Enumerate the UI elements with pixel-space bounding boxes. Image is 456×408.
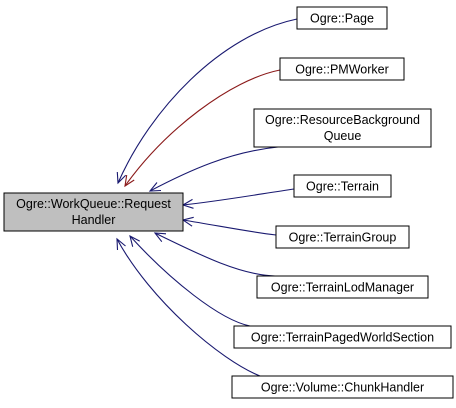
arrowhead-volume-chunk-handler [116,237,126,251]
node-terrain-paged-world-section-label: Ogre::TerrainPagedWorldSection [251,331,434,345]
edge-terrain-lod-manager [153,232,276,277]
edge-volume-chunk-handler [116,237,261,377]
edge-line-terrain-paged-world-section [129,235,251,327]
arrowhead-pmworker [124,175,135,188]
node-terrain-label: Ogre::Terrain [306,180,379,194]
arrowhead-terrain-lod-manager [153,232,167,243]
node-page-label: Ogre::Page [310,12,374,26]
node-page[interactable]: Ogre::Page [296,6,388,30]
node-resource-background-queue-label-line-2: Queue [324,129,362,143]
edge-page [116,18,298,185]
main-node-label-line-2: Handler [72,213,116,227]
edge-line-terrain-group [182,219,277,236]
node-terrain[interactable]: Ogre::Terrain [293,174,392,198]
node-terrain-paged-world-section[interactable]: Ogre::TerrainPagedWorldSection [233,325,452,349]
node-volume-chunk-handler-label: Ogre::Volume::ChunkHandler [261,381,424,395]
node-pmworker-label: Ogre::PMWorker [295,63,389,77]
edge-line-pmworker [124,69,281,187]
main-node[interactable]: Ogre::WorkQueue::Request Handler [3,192,184,232]
node-resource-background-queue[interactable]: Ogre::ResourceBackground Queue [253,108,432,148]
main-node-label-line-1: Ogre::WorkQueue::Request [16,197,171,211]
node-terrain-lod-manager-label: Ogre::TerrainLodManager [271,281,414,295]
arrowhead-terrain-paged-world-section [129,234,140,247]
edge-resource-background-queue [148,146,279,192]
edge-terrain-paged-world-section [129,234,251,327]
edge-terrain [181,188,295,209]
arrowhead-resource-background-queue [148,182,162,192]
edge-line-terrain-lod-manager [154,232,276,277]
edge-terrain-group [181,216,277,236]
node-terrain-group[interactable]: Ogre::TerrainGroup [275,225,410,249]
edge-line-page [117,18,298,184]
node-terrain-lod-manager[interactable]: Ogre::TerrainLodManager [256,275,429,299]
edge-line-terrain [182,188,295,206]
node-volume-chunk-handler[interactable]: Ogre::Volume::ChunkHandler [231,375,454,399]
node-terrain-group-label: Ogre::TerrainGroup [289,231,397,245]
edge-line-resource-background-queue [149,146,279,192]
edge-line-volume-chunk-handler [116,238,261,377]
edge-pmworker [124,69,281,188]
arrowhead-page [116,171,127,185]
node-pmworker[interactable]: Ogre::PMWorker [279,57,405,81]
node-resource-background-queue-label-line-1: Ogre::ResourceBackground [265,113,420,127]
